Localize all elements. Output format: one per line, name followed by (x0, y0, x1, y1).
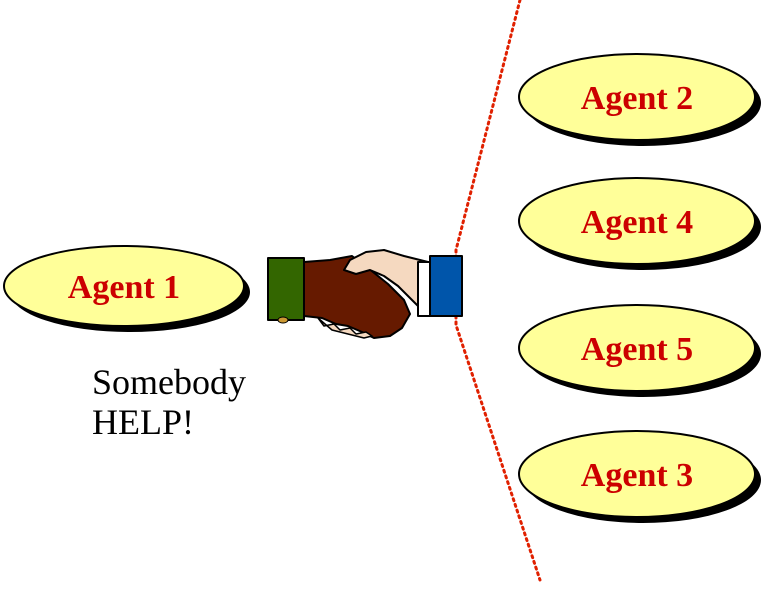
agent-5-ellipse (518, 304, 756, 392)
agent-3-label: Agent 3 (581, 457, 693, 494)
agent-5-label: Agent 5 (581, 331, 693, 368)
help-message-line-1: Somebody (92, 362, 247, 402)
help-message-line-2: HELP! (92, 402, 194, 442)
right-fingers (317, 317, 373, 339)
cufflink (277, 316, 289, 324)
agent-1-node: Agent 1 (3, 245, 250, 332)
right-sleeve (429, 255, 463, 317)
agent-4-node: Agent 4 (518, 177, 761, 270)
agent-3-ellipse (518, 430, 756, 518)
agent-2-ellipse (518, 53, 756, 141)
left-cuff (267, 257, 305, 321)
handshake-icon (267, 249, 463, 339)
agent-3-node: Agent 3 (518, 430, 761, 523)
agent-4-label: Agent 4 (581, 204, 693, 241)
help-message: Somebody HELP! (92, 362, 246, 442)
right-shirt-cuff (417, 261, 431, 317)
agent-2-node: Agent 2 (518, 53, 761, 146)
agent-2-label: Agent 2 (581, 80, 693, 117)
agent-4-ellipse (518, 177, 756, 265)
agent-1-label: Agent 1 (68, 269, 180, 306)
agent-1-ellipse (3, 245, 245, 327)
agent-5-node: Agent 5 (518, 304, 761, 397)
